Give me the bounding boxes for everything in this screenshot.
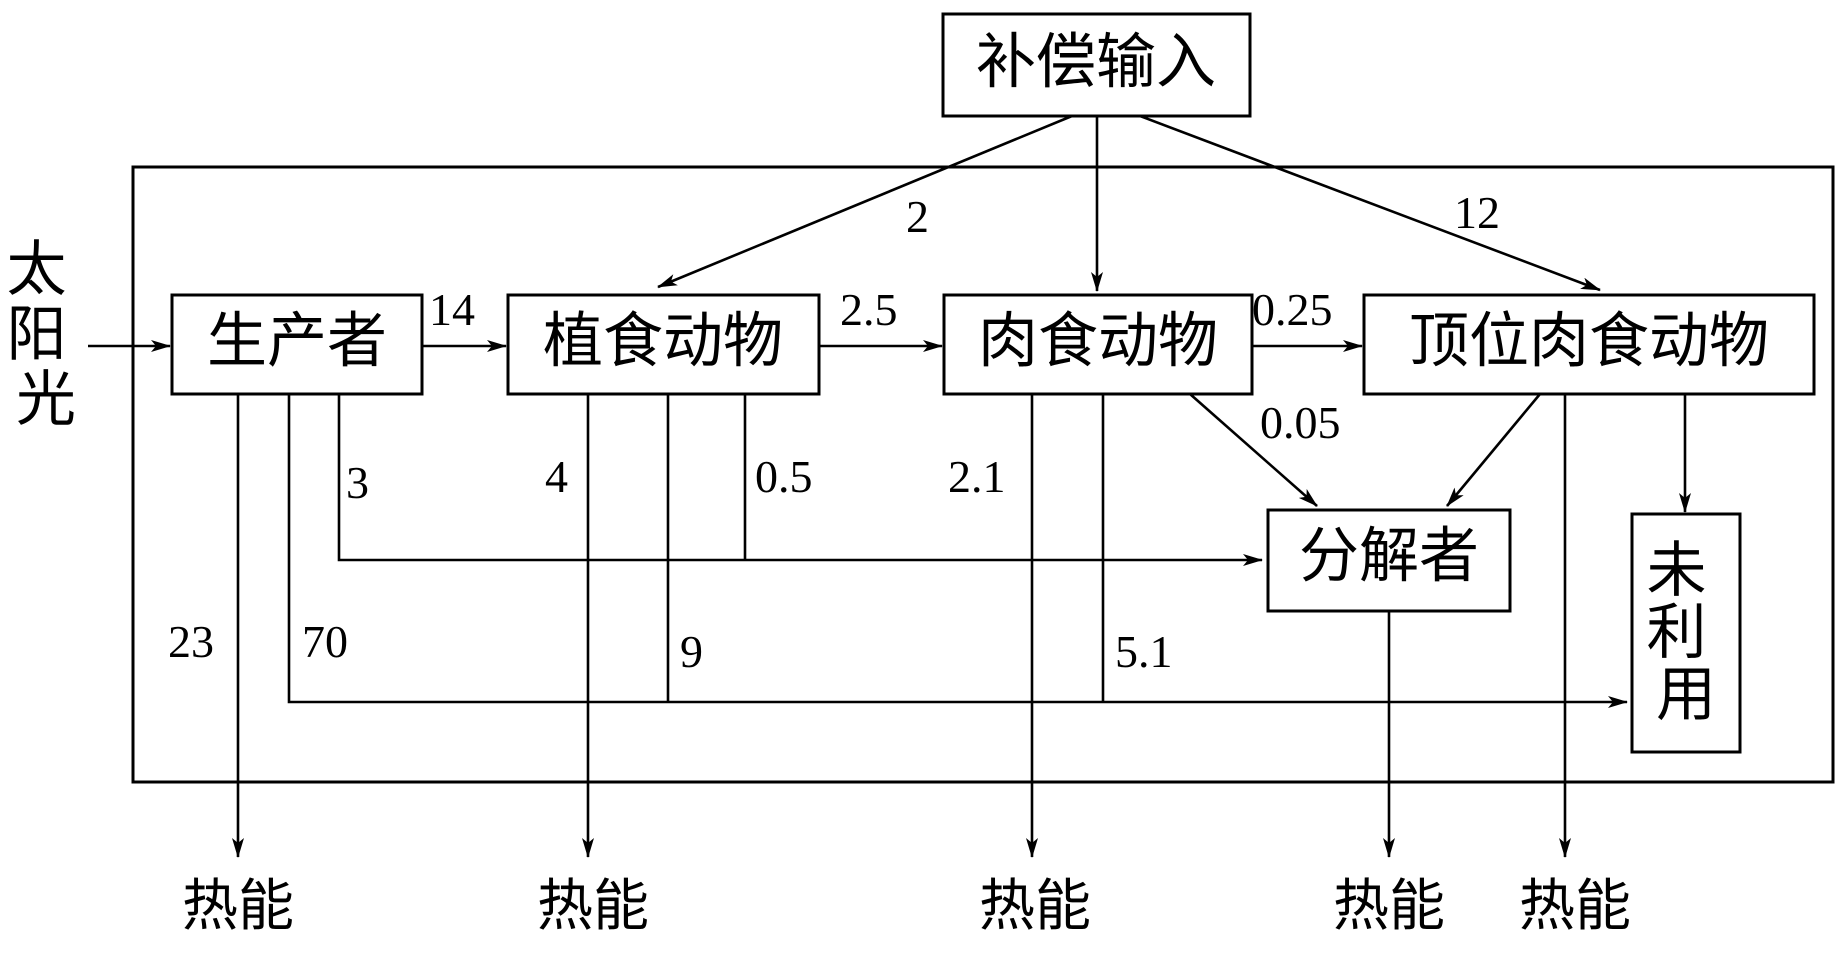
decomposer-box [1266, 508, 1512, 613]
sunlight-char-1: 太 [6, 235, 66, 305]
arrow-comp-to-top [1139, 114, 1601, 292]
decomposer-label: 分解者 [1299, 522, 1479, 592]
compensation-input-label: 补偿输入 [976, 28, 1216, 98]
flow-label-comp-to-herbivore: 2 [906, 191, 929, 242]
unused-label: 未 利 用 [1646, 536, 1725, 730]
flow-label-herbivore-heat: 4 [545, 451, 568, 502]
arrow-producer-to-unused [287, 394, 1628, 708]
unused-box [1630, 512, 1742, 754]
heat-label-decomposer: 热能 [1333, 874, 1445, 939]
unused-char-3: 用 [1656, 660, 1716, 730]
flow-label-producer-unused: 70 [302, 616, 348, 667]
heat-label-top: 热能 [1519, 874, 1631, 939]
carnivore-label: 肉食动物 [978, 307, 1218, 377]
sunlight-char-2: 阳 [6, 300, 66, 370]
herbivore-label: 植食动物 [543, 307, 783, 377]
herbivore-box [506, 293, 821, 396]
unused-char-1: 未 [1646, 536, 1706, 606]
compensation-input-box [941, 12, 1252, 118]
heat-label-producer: 热能 [182, 874, 294, 939]
flow-label-herbivore-to-decomposer: 0.5 [755, 451, 813, 502]
heat-label-carnivore: 热能 [979, 874, 1091, 939]
top-carnivore-box [1362, 293, 1816, 396]
flow-label-carnivore-heat: 2.1 [948, 451, 1006, 502]
sunlight-label: 太 阳 光 [6, 235, 85, 435]
heat-label-herbivore: 热能 [537, 874, 649, 939]
flow-label-producer-to-herbivore: 14 [429, 284, 475, 335]
carnivore-box [942, 293, 1254, 396]
arrow-producer-to-decomposer [337, 394, 1263, 566]
flow-label-producer-to-decomposer: 3 [346, 457, 369, 508]
flow-label-carnivore-to-decomposer: 0.05 [1260, 397, 1341, 448]
flow-label-carnivore-unused: 5.1 [1115, 626, 1173, 677]
producer-box [170, 293, 424, 396]
flow-label-comp-to-top: 12 [1454, 187, 1500, 238]
flow-label-carnivore-to-top: 0.25 [1252, 284, 1333, 335]
flow-label-producer-heat: 23 [168, 616, 214, 667]
arrow-top-to-decomposer [1445, 393, 1542, 507]
flow-label-herbivore-unused: 9 [680, 626, 703, 677]
arrow-comp-to-herbivore [657, 114, 1073, 289]
unused-char-2: 利 [1646, 598, 1706, 668]
producer-label: 生产者 [207, 307, 387, 377]
top-carnivore-label: 顶位肉食动物 [1409, 307, 1769, 377]
flow-label-herbivore-to-carnivore: 2.5 [840, 284, 898, 335]
ecosystem-boundary [131, 165, 1835, 784]
arrow-carnivore-to-decomposer [1189, 393, 1318, 507]
sunlight-char-3: 光 [16, 365, 76, 435]
